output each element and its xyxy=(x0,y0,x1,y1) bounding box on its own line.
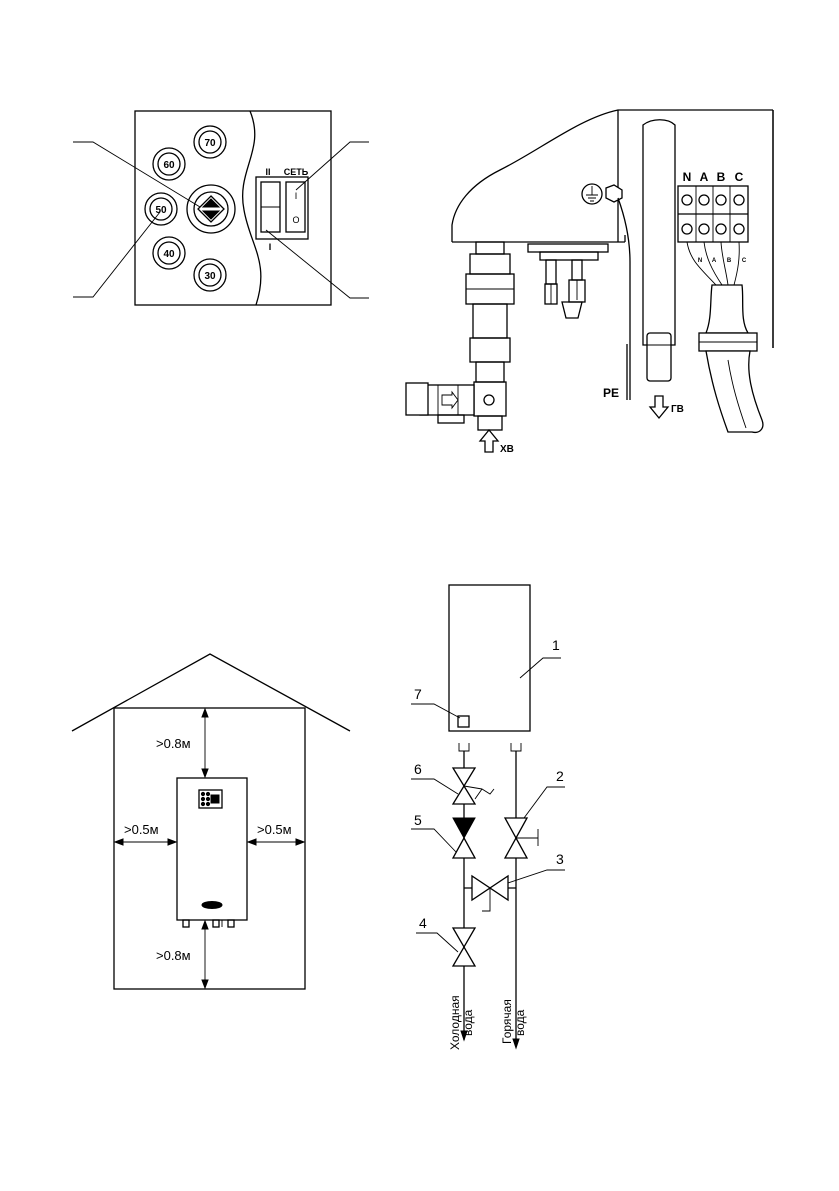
cold-inlet-label: ХВ xyxy=(500,444,514,455)
cold-water-label-2: вода xyxy=(461,1009,475,1036)
diamond-arrow-icon xyxy=(197,195,225,223)
wire-label-n: N xyxy=(698,258,702,264)
hot-outlet-pipe xyxy=(646,332,672,382)
heater-control-icon xyxy=(198,789,223,809)
callout-4: 4 xyxy=(419,915,427,931)
clearance-figure: >0.8м >0.5м >0.5м >0.8м xyxy=(71,653,351,990)
heater-tank xyxy=(448,584,531,732)
hot-outlet-arrow: ГВ xyxy=(648,395,684,420)
rocker-off-mark: O xyxy=(292,215,299,225)
cold-water-fitting xyxy=(405,241,515,431)
dial-30[interactable]: 30 xyxy=(193,258,227,292)
callout-6: 6 xyxy=(414,761,422,777)
switch-network[interactable] xyxy=(285,181,306,233)
dial-40[interactable]: 40 xyxy=(152,236,186,270)
valve-5-check xyxy=(451,817,477,859)
callout-7: 7 xyxy=(414,686,422,702)
pe-label: PE xyxy=(603,386,619,400)
dial-40-label: 40 xyxy=(163,249,175,260)
control-panel-figure: 70 60 50 40 30 xyxy=(73,110,369,306)
heating-element-fittings xyxy=(527,243,609,319)
safety-valve xyxy=(419,384,475,416)
switch-block: I O II СЕТЬ I xyxy=(255,167,309,252)
panel-cover-wave xyxy=(242,110,262,306)
hot-water-label-1: Горячая xyxy=(500,999,514,1044)
clearance-right-label: >0.5м xyxy=(257,822,292,837)
panel-leader-lines xyxy=(73,141,369,299)
switch-bottom-label: I xyxy=(269,242,272,252)
dial-60-label: 60 xyxy=(163,160,175,171)
wall-outline xyxy=(113,707,306,990)
clearance-bottom-label: >0.8м xyxy=(156,948,191,963)
callout-3: 3 xyxy=(556,851,564,867)
cold-water-label-1: Холодная xyxy=(448,995,462,1050)
valve-2-shutoff xyxy=(503,817,539,859)
callout-2: 2 xyxy=(556,768,564,784)
valve-4-inlet xyxy=(451,927,477,967)
dial-50[interactable]: 50 xyxy=(144,192,178,226)
phase-label-b: B xyxy=(717,170,726,184)
clearance-left-label: >0.5м xyxy=(124,822,159,837)
valve-3-bypass xyxy=(464,874,516,912)
wire-label-b: B xyxy=(727,258,732,264)
rocker-on-mark: I xyxy=(295,191,298,201)
ground-terminal: PE xyxy=(581,183,631,400)
supply-cable xyxy=(698,284,764,434)
dial-70-label: 70 xyxy=(204,138,216,149)
connection-figure: N A B C N A B C xyxy=(405,109,774,455)
cold-inlet-arrow: ХВ xyxy=(478,428,514,455)
dial-50-label: 50 xyxy=(155,205,167,216)
heater-unit xyxy=(176,777,248,928)
supply-wires: N A B C xyxy=(686,241,747,286)
dial-30-label: 30 xyxy=(204,271,216,282)
water-line-labels: Холодная вода Горячая вода xyxy=(448,995,527,1050)
switch-right-label: СЕТЬ xyxy=(284,167,309,177)
wire-label-a: A xyxy=(712,258,717,264)
hot-water-label-2: вода xyxy=(513,1009,527,1036)
anode-indicator xyxy=(457,715,470,728)
panel-frame xyxy=(134,110,332,306)
phase-label-c: C xyxy=(735,170,744,184)
temperature-knob[interactable] xyxy=(186,184,236,234)
dial-70[interactable]: 70 xyxy=(193,125,227,159)
clearance-top-label: >0.8м xyxy=(156,736,191,751)
callout-5: 5 xyxy=(414,812,422,828)
switch-left-label: II xyxy=(265,167,270,177)
phase-label-n: N xyxy=(683,170,692,184)
dial-60[interactable]: 60 xyxy=(152,147,186,181)
phase-label-a: A xyxy=(700,170,709,184)
roof-outline xyxy=(71,653,351,732)
callout-leaders: 1 2 3 4 5 6 7 xyxy=(411,637,565,953)
valve-6-safety xyxy=(451,767,495,805)
hot-outlet-label: ГВ xyxy=(671,404,684,415)
callout-1: 1 xyxy=(552,637,560,653)
terminal-block: N A B C xyxy=(677,170,749,243)
ground-icon xyxy=(586,186,598,202)
wire-label-c: C xyxy=(742,258,747,264)
heater-logo xyxy=(201,901,223,909)
plumbing-figure: 1 2 3 4 5 6 7 Холодная вода Горячая вода xyxy=(411,584,565,1050)
clearance-dimensions: >0.8м >0.5м >0.5м >0.8м xyxy=(113,707,306,990)
